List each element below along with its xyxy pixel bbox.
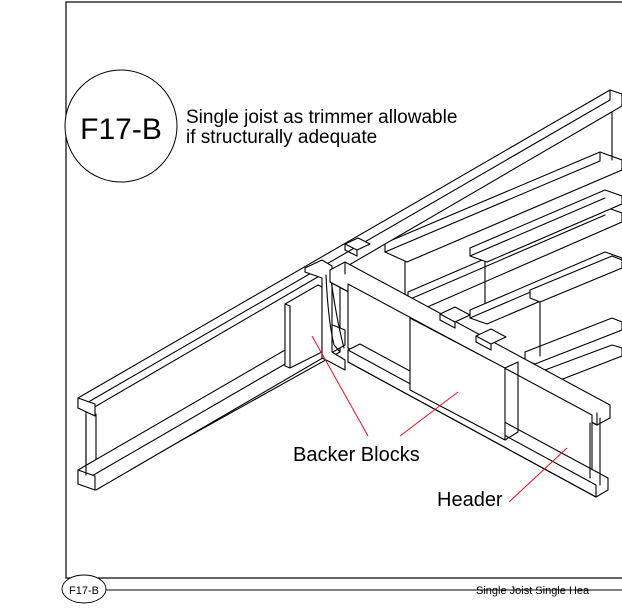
drawing-frame <box>65 1 622 579</box>
footer-caption: Single Joist Single Hea <box>476 585 590 597</box>
title-line-2: if structurally adequate <box>186 127 377 148</box>
backer-block-left <box>284 284 323 369</box>
leader-backer-left <box>311 335 369 437</box>
figure-id-label: F17-B <box>80 113 162 146</box>
footer-badge <box>61 574 107 604</box>
hanger-tab-1 <box>439 306 471 329</box>
trimmer-joist <box>77 89 622 491</box>
hanger-tab-2 <box>475 328 507 351</box>
footer-badge-label: F17-B <box>69 585 99 597</box>
header-label: Header <box>437 489 503 511</box>
leader-backer-header <box>399 391 459 437</box>
leader-header <box>508 447 568 503</box>
backer-blocks-label: Backer Blocks <box>293 444 420 466</box>
title-line-1: Single joist as trimmer allowable <box>186 107 457 128</box>
joist-far-4 <box>524 255 622 365</box>
backer-block-header <box>409 317 519 441</box>
figure-id-circle <box>64 69 178 183</box>
joist-far-1 <box>384 151 622 263</box>
